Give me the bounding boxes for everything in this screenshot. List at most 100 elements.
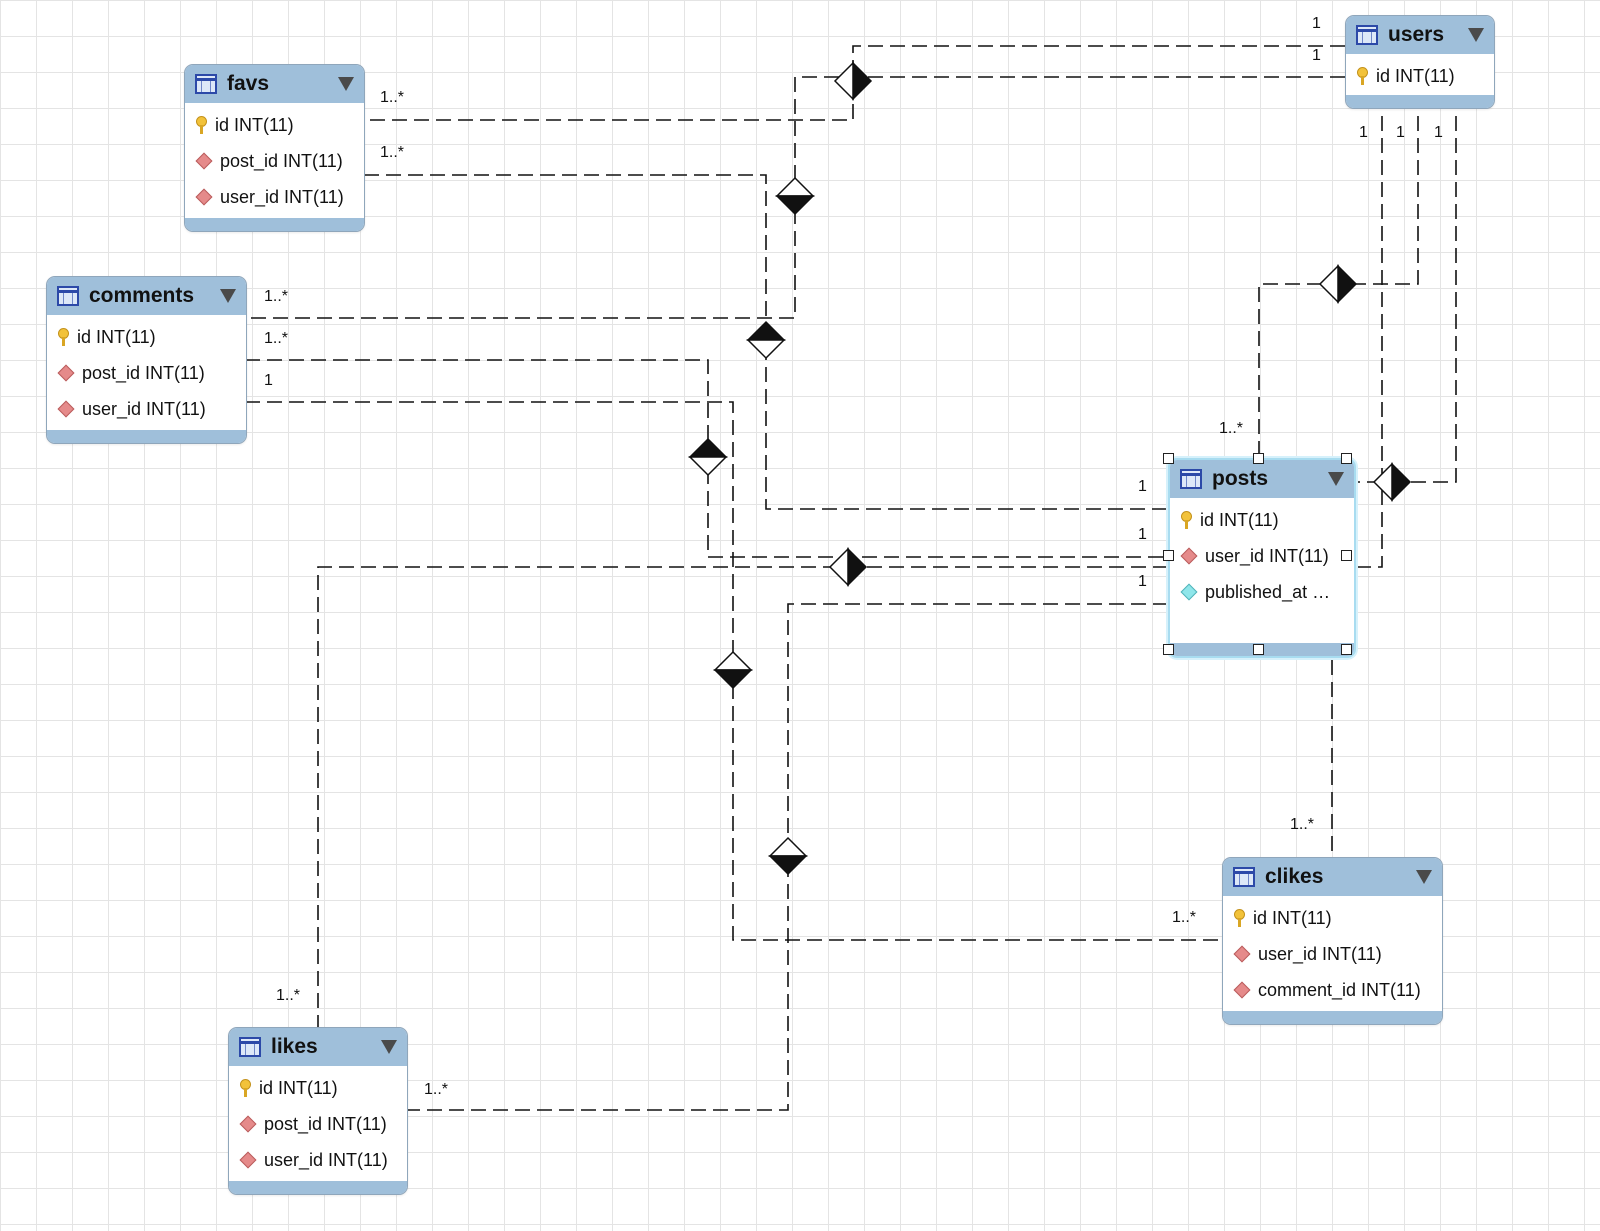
table-footer bbox=[229, 1181, 407, 1194]
collapse-caret-icon[interactable] bbox=[1328, 472, 1344, 486]
foreign-key-icon bbox=[239, 1115, 257, 1133]
column-label: id INT(11) bbox=[215, 114, 294, 135]
diamond-marker bbox=[713, 650, 753, 690]
collapse-caret-icon[interactable] bbox=[220, 289, 236, 303]
table-header[interactable]: users bbox=[1346, 16, 1494, 54]
column-row[interactable]: post_id INT(11) bbox=[229, 1106, 407, 1142]
cardinality-label: 1 bbox=[1434, 124, 1443, 141]
table-icon bbox=[1180, 469, 1202, 489]
column-label: post_id INT(11) bbox=[264, 1113, 387, 1134]
cardinality-label: 1..* bbox=[1290, 816, 1315, 833]
column-row[interactable]: id INT(11) bbox=[229, 1070, 407, 1106]
resize-handle-bottom[interactable] bbox=[1253, 644, 1264, 655]
column-label: user_id INT(11) bbox=[220, 186, 344, 207]
column-label: user_id INT(11) bbox=[264, 1149, 388, 1170]
column-label: id INT(11) bbox=[77, 326, 156, 347]
table-favs[interactable]: favs id INT(11) post_id INT(11) user_id … bbox=[184, 64, 365, 232]
table-icon bbox=[57, 286, 79, 306]
table-footer bbox=[1223, 1011, 1442, 1024]
table-title: favs bbox=[227, 72, 270, 95]
resize-handle-bottom-right[interactable] bbox=[1341, 644, 1352, 655]
column-row[interactable]: post_id INT(11) bbox=[47, 355, 246, 391]
column-label: post_id INT(11) bbox=[82, 362, 205, 383]
cardinality-label: 1 bbox=[1396, 124, 1405, 141]
table-header[interactable]: posts bbox=[1170, 460, 1354, 498]
diamond-marker bbox=[746, 320, 786, 360]
column-row[interactable]: published_at … bbox=[1170, 574, 1354, 610]
column-row[interactable]: post_id INT(11) bbox=[185, 143, 364, 179]
column-icon bbox=[1180, 583, 1198, 601]
column-label: user_id INT(11) bbox=[1205, 545, 1329, 566]
relationship-line bbox=[317, 566, 1168, 1027]
column-row[interactable]: id INT(11) bbox=[185, 107, 364, 143]
table-title: posts bbox=[1212, 467, 1269, 490]
relationship-line bbox=[364, 174, 1168, 510]
cardinality-label: 1 bbox=[264, 372, 273, 389]
column-row[interactable]: user_id INT(11) bbox=[47, 391, 246, 427]
column-row[interactable]: id INT(11) bbox=[1346, 58, 1494, 94]
column-row[interactable]: id INT(11) bbox=[1223, 900, 1442, 936]
diamond-marker bbox=[1372, 462, 1412, 502]
column-label: id INT(11) bbox=[1253, 907, 1332, 928]
primary-key-icon bbox=[1356, 66, 1368, 86]
resize-handle-top-left[interactable] bbox=[1163, 453, 1174, 464]
primary-key-icon bbox=[195, 115, 207, 135]
table-likes[interactable]: likes id INT(11) post_id INT(11) user_id… bbox=[228, 1027, 408, 1195]
table-comments[interactable]: comments id INT(11) post_id INT(11) user… bbox=[46, 276, 247, 444]
cardinality-label: 1..* bbox=[1219, 420, 1244, 437]
collapse-caret-icon[interactable] bbox=[338, 77, 354, 91]
column-row[interactable]: user_id INT(11) bbox=[1223, 936, 1442, 972]
table-footer bbox=[1346, 95, 1494, 108]
column-row[interactable]: user_id INT(11) bbox=[185, 179, 364, 215]
collapse-caret-icon[interactable] bbox=[1468, 28, 1484, 42]
foreign-key-icon bbox=[195, 188, 213, 206]
diamond-marker bbox=[775, 176, 815, 216]
primary-key-icon bbox=[1233, 908, 1245, 928]
primary-key-icon bbox=[239, 1078, 251, 1098]
column-row[interactable]: comment_id INT(11) bbox=[1223, 972, 1442, 1008]
resize-handle-top[interactable] bbox=[1253, 453, 1264, 464]
collapse-caret-icon[interactable] bbox=[381, 1040, 397, 1054]
table-icon bbox=[239, 1037, 261, 1057]
foreign-key-icon bbox=[57, 400, 75, 418]
table-clikes[interactable]: clikes id INT(11) user_id INT(11) commen… bbox=[1222, 857, 1443, 1025]
table-footer bbox=[47, 430, 246, 443]
cardinality-label: 1..* bbox=[424, 1081, 449, 1098]
column-row[interactable]: id INT(11) bbox=[1170, 502, 1354, 538]
resize-handle-top-right[interactable] bbox=[1341, 453, 1352, 464]
table-posts[interactable]: posts id INT(11) user_id INT(11) publish… bbox=[1168, 458, 1356, 658]
table-title: clikes bbox=[1265, 865, 1324, 888]
column-label: published_at … bbox=[1205, 581, 1331, 602]
relationship-line bbox=[1352, 116, 1383, 568]
relationship-line bbox=[1352, 116, 1457, 483]
column-label: post_id INT(11) bbox=[220, 150, 343, 171]
column-label: id INT(11) bbox=[1200, 509, 1279, 530]
table-title: comments bbox=[89, 284, 195, 307]
resize-handle-bottom-left[interactable] bbox=[1163, 644, 1174, 655]
cardinality-label: 1 bbox=[1359, 124, 1368, 141]
cardinality-label: 1..* bbox=[380, 144, 405, 161]
column-row[interactable]: user_id INT(11) bbox=[229, 1142, 407, 1178]
cardinality-label: 1 bbox=[1138, 526, 1147, 543]
collapse-caret-icon[interactable] bbox=[1416, 870, 1432, 884]
cardinality-label: 1 bbox=[1312, 47, 1321, 64]
table-footer bbox=[185, 218, 364, 231]
table-header[interactable]: likes bbox=[229, 1028, 407, 1066]
column-row[interactable]: user_id INT(11) bbox=[1170, 538, 1354, 574]
foreign-key-icon bbox=[1233, 945, 1251, 963]
cardinality-label: 1..* bbox=[1172, 909, 1197, 926]
table-header[interactable]: clikes bbox=[1223, 858, 1442, 896]
resize-handle-right[interactable] bbox=[1341, 550, 1352, 561]
column-label: user_id INT(11) bbox=[82, 398, 206, 419]
table-users[interactable]: users id INT(11) bbox=[1345, 15, 1495, 109]
resize-handle-left[interactable] bbox=[1163, 550, 1174, 561]
table-header[interactable]: comments bbox=[47, 277, 246, 315]
primary-key-icon bbox=[57, 327, 69, 347]
cardinality-label: 1 bbox=[1138, 478, 1147, 495]
foreign-key-icon bbox=[195, 152, 213, 170]
table-header[interactable]: favs bbox=[185, 65, 364, 103]
foreign-key-icon bbox=[239, 1151, 257, 1169]
column-label: id INT(11) bbox=[1376, 65, 1455, 86]
column-row[interactable]: id INT(11) bbox=[47, 319, 246, 355]
table-title: users bbox=[1388, 23, 1445, 46]
